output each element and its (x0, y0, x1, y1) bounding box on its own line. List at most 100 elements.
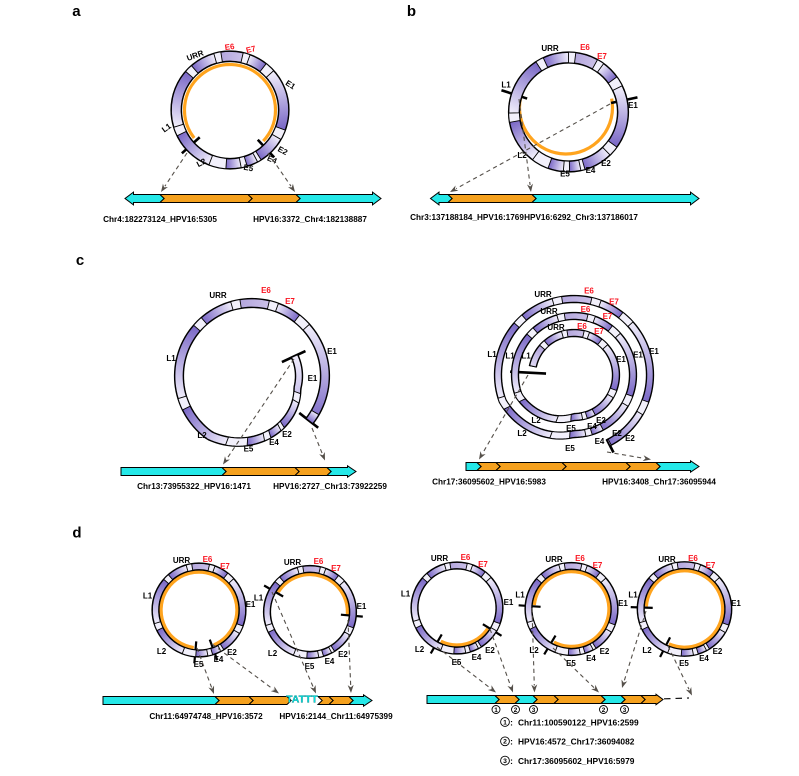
svg-text:Chr11:64974748_HPV16:3572: Chr11:64974748_HPV16:3572 (149, 712, 263, 721)
svg-text:Chr3:137188184_HPV16:1769: Chr3:137188184_HPV16:1769 (410, 213, 524, 222)
svg-text:E4: E4 (595, 437, 605, 446)
svg-text:URR: URR (547, 323, 565, 332)
svg-text:E1: E1 (618, 599, 628, 608)
svg-text:E7: E7 (245, 44, 257, 55)
svg-text:Chr11:100590122_HPV16:2599: Chr11:100590122_HPV16:2599 (518, 717, 639, 727)
svg-text:L2: L2 (197, 431, 207, 440)
svg-text:E1: E1 (327, 347, 337, 356)
svg-text:E1: E1 (357, 602, 367, 611)
svg-text:L1: L1 (254, 594, 264, 603)
svg-text:E7: E7 (609, 298, 619, 307)
svg-text:E2: E2 (227, 648, 237, 657)
svg-text:E2: E2 (596, 416, 606, 425)
svg-text:3: 3 (623, 707, 627, 714)
svg-text::: : (510, 737, 513, 747)
svg-text:L1: L1 (501, 81, 511, 90)
svg-text:L1: L1 (628, 591, 638, 600)
svg-text:2: 2 (514, 707, 518, 714)
svg-text:L2: L2 (195, 156, 208, 169)
svg-text:L2: L2 (415, 645, 425, 654)
svg-text:L2: L2 (642, 646, 652, 655)
svg-text:E1: E1 (616, 355, 626, 364)
svg-text:E2: E2 (601, 159, 611, 168)
svg-text:E6: E6 (575, 554, 585, 563)
svg-text:HPV16:2144_Chr11:64975399: HPV16:2144_Chr11:64975399 (279, 712, 393, 721)
svg-text:E6: E6 (581, 305, 591, 314)
svg-text:HPV16:6292_Chr3:137186017: HPV16:6292_Chr3:137186017 (524, 213, 638, 222)
svg-text::: : (510, 717, 513, 727)
svg-text:E5: E5 (679, 659, 689, 668)
svg-text:Chr13:73955322_HPV16:1471: Chr13:73955322_HPV16:1471 (137, 482, 251, 491)
svg-text:E7: E7 (331, 564, 341, 573)
svg-text:a: a (72, 3, 81, 20)
svg-text:E6: E6 (461, 553, 471, 562)
svg-text:URR: URR (540, 307, 558, 316)
svg-text:E5: E5 (244, 445, 254, 454)
svg-text:E5: E5 (566, 659, 576, 668)
svg-text:E2: E2 (485, 646, 495, 655)
svg-text:E1: E1 (649, 347, 659, 356)
svg-text:3: 3 (503, 758, 507, 765)
svg-text:E2: E2 (276, 145, 289, 158)
svg-text:E1: E1 (628, 101, 638, 110)
svg-text:URR: URR (284, 558, 302, 567)
svg-text:HPV16:3372_Chr4:182138887: HPV16:3372_Chr4:182138887 (253, 215, 367, 224)
svg-text:d: d (72, 525, 81, 542)
svg-text:E2: E2 (625, 434, 635, 443)
svg-text:E5: E5 (560, 170, 570, 179)
svg-text:E7: E7 (285, 297, 295, 306)
svg-text:E1: E1 (308, 374, 318, 383)
svg-text:URR: URR (658, 555, 676, 564)
svg-text:E7: E7 (597, 52, 607, 61)
svg-text:L2: L2 (517, 429, 527, 438)
svg-text:E4: E4 (587, 422, 597, 431)
svg-text:E4: E4 (325, 657, 335, 666)
svg-text:URR: URR (431, 554, 449, 563)
svg-text:L1: L1 (143, 592, 153, 601)
svg-text:E6: E6 (580, 43, 590, 52)
svg-text:L2: L2 (529, 646, 539, 655)
svg-text:Chr17:36095602_HPV16:5983: Chr17:36095602_HPV16:5983 (432, 478, 546, 487)
svg-text:L2: L2 (157, 647, 167, 656)
svg-text:E4: E4 (699, 654, 709, 663)
svg-text:L2: L2 (531, 416, 541, 425)
svg-text:E6: E6 (224, 42, 235, 52)
svg-text:HPV16:4572_Chr17:36094082: HPV16:4572_Chr17:36094082 (518, 737, 635, 747)
svg-text:E4: E4 (472, 653, 482, 662)
svg-text:E2: E2 (612, 429, 622, 438)
svg-text:E4: E4 (269, 438, 279, 447)
svg-text:Chr17:36095602_HPV16:5979: Chr17:36095602_HPV16:5979 (518, 756, 635, 766)
svg-text:E6: E6 (261, 286, 271, 295)
svg-text:URR: URR (209, 291, 227, 300)
svg-text:1: 1 (503, 719, 507, 726)
svg-text:E1: E1 (731, 599, 741, 608)
svg-text:E6: E6 (688, 554, 698, 563)
svg-text:L2: L2 (517, 151, 527, 160)
svg-text:Chr4:182273124_HPV16:5305: Chr4:182273124_HPV16:5305 (103, 215, 217, 224)
svg-text:E6: E6 (203, 555, 213, 564)
svg-text:E2: E2 (338, 650, 348, 659)
svg-text:E1: E1 (246, 600, 256, 609)
svg-text:3: 3 (532, 707, 536, 714)
svg-text:HPV16:3408_Chr17:36095944: HPV16:3408_Chr17:36095944 (602, 478, 716, 487)
svg-text:L1: L1 (487, 350, 497, 359)
svg-text:E7: E7 (706, 561, 716, 570)
svg-text:E4: E4 (586, 654, 596, 663)
svg-text:E5: E5 (243, 163, 255, 174)
svg-text:E2: E2 (713, 647, 723, 656)
svg-text:E7: E7 (220, 562, 230, 571)
svg-text:E7: E7 (593, 561, 603, 570)
svg-text:L1: L1 (515, 591, 525, 600)
svg-text:E7: E7 (603, 312, 613, 321)
svg-text:E5: E5 (305, 662, 315, 671)
svg-text:E6: E6 (577, 322, 587, 331)
svg-text:E2: E2 (600, 647, 610, 656)
svg-text::: : (510, 756, 513, 766)
svg-text:L1: L1 (521, 352, 531, 361)
svg-text:E5: E5 (566, 424, 576, 433)
svg-text:L1: L1 (505, 352, 515, 361)
svg-text:E5: E5 (565, 444, 575, 453)
svg-text:URR: URR (541, 44, 559, 53)
svg-text:E6: E6 (314, 557, 324, 566)
svg-text:L1: L1 (166, 354, 176, 363)
